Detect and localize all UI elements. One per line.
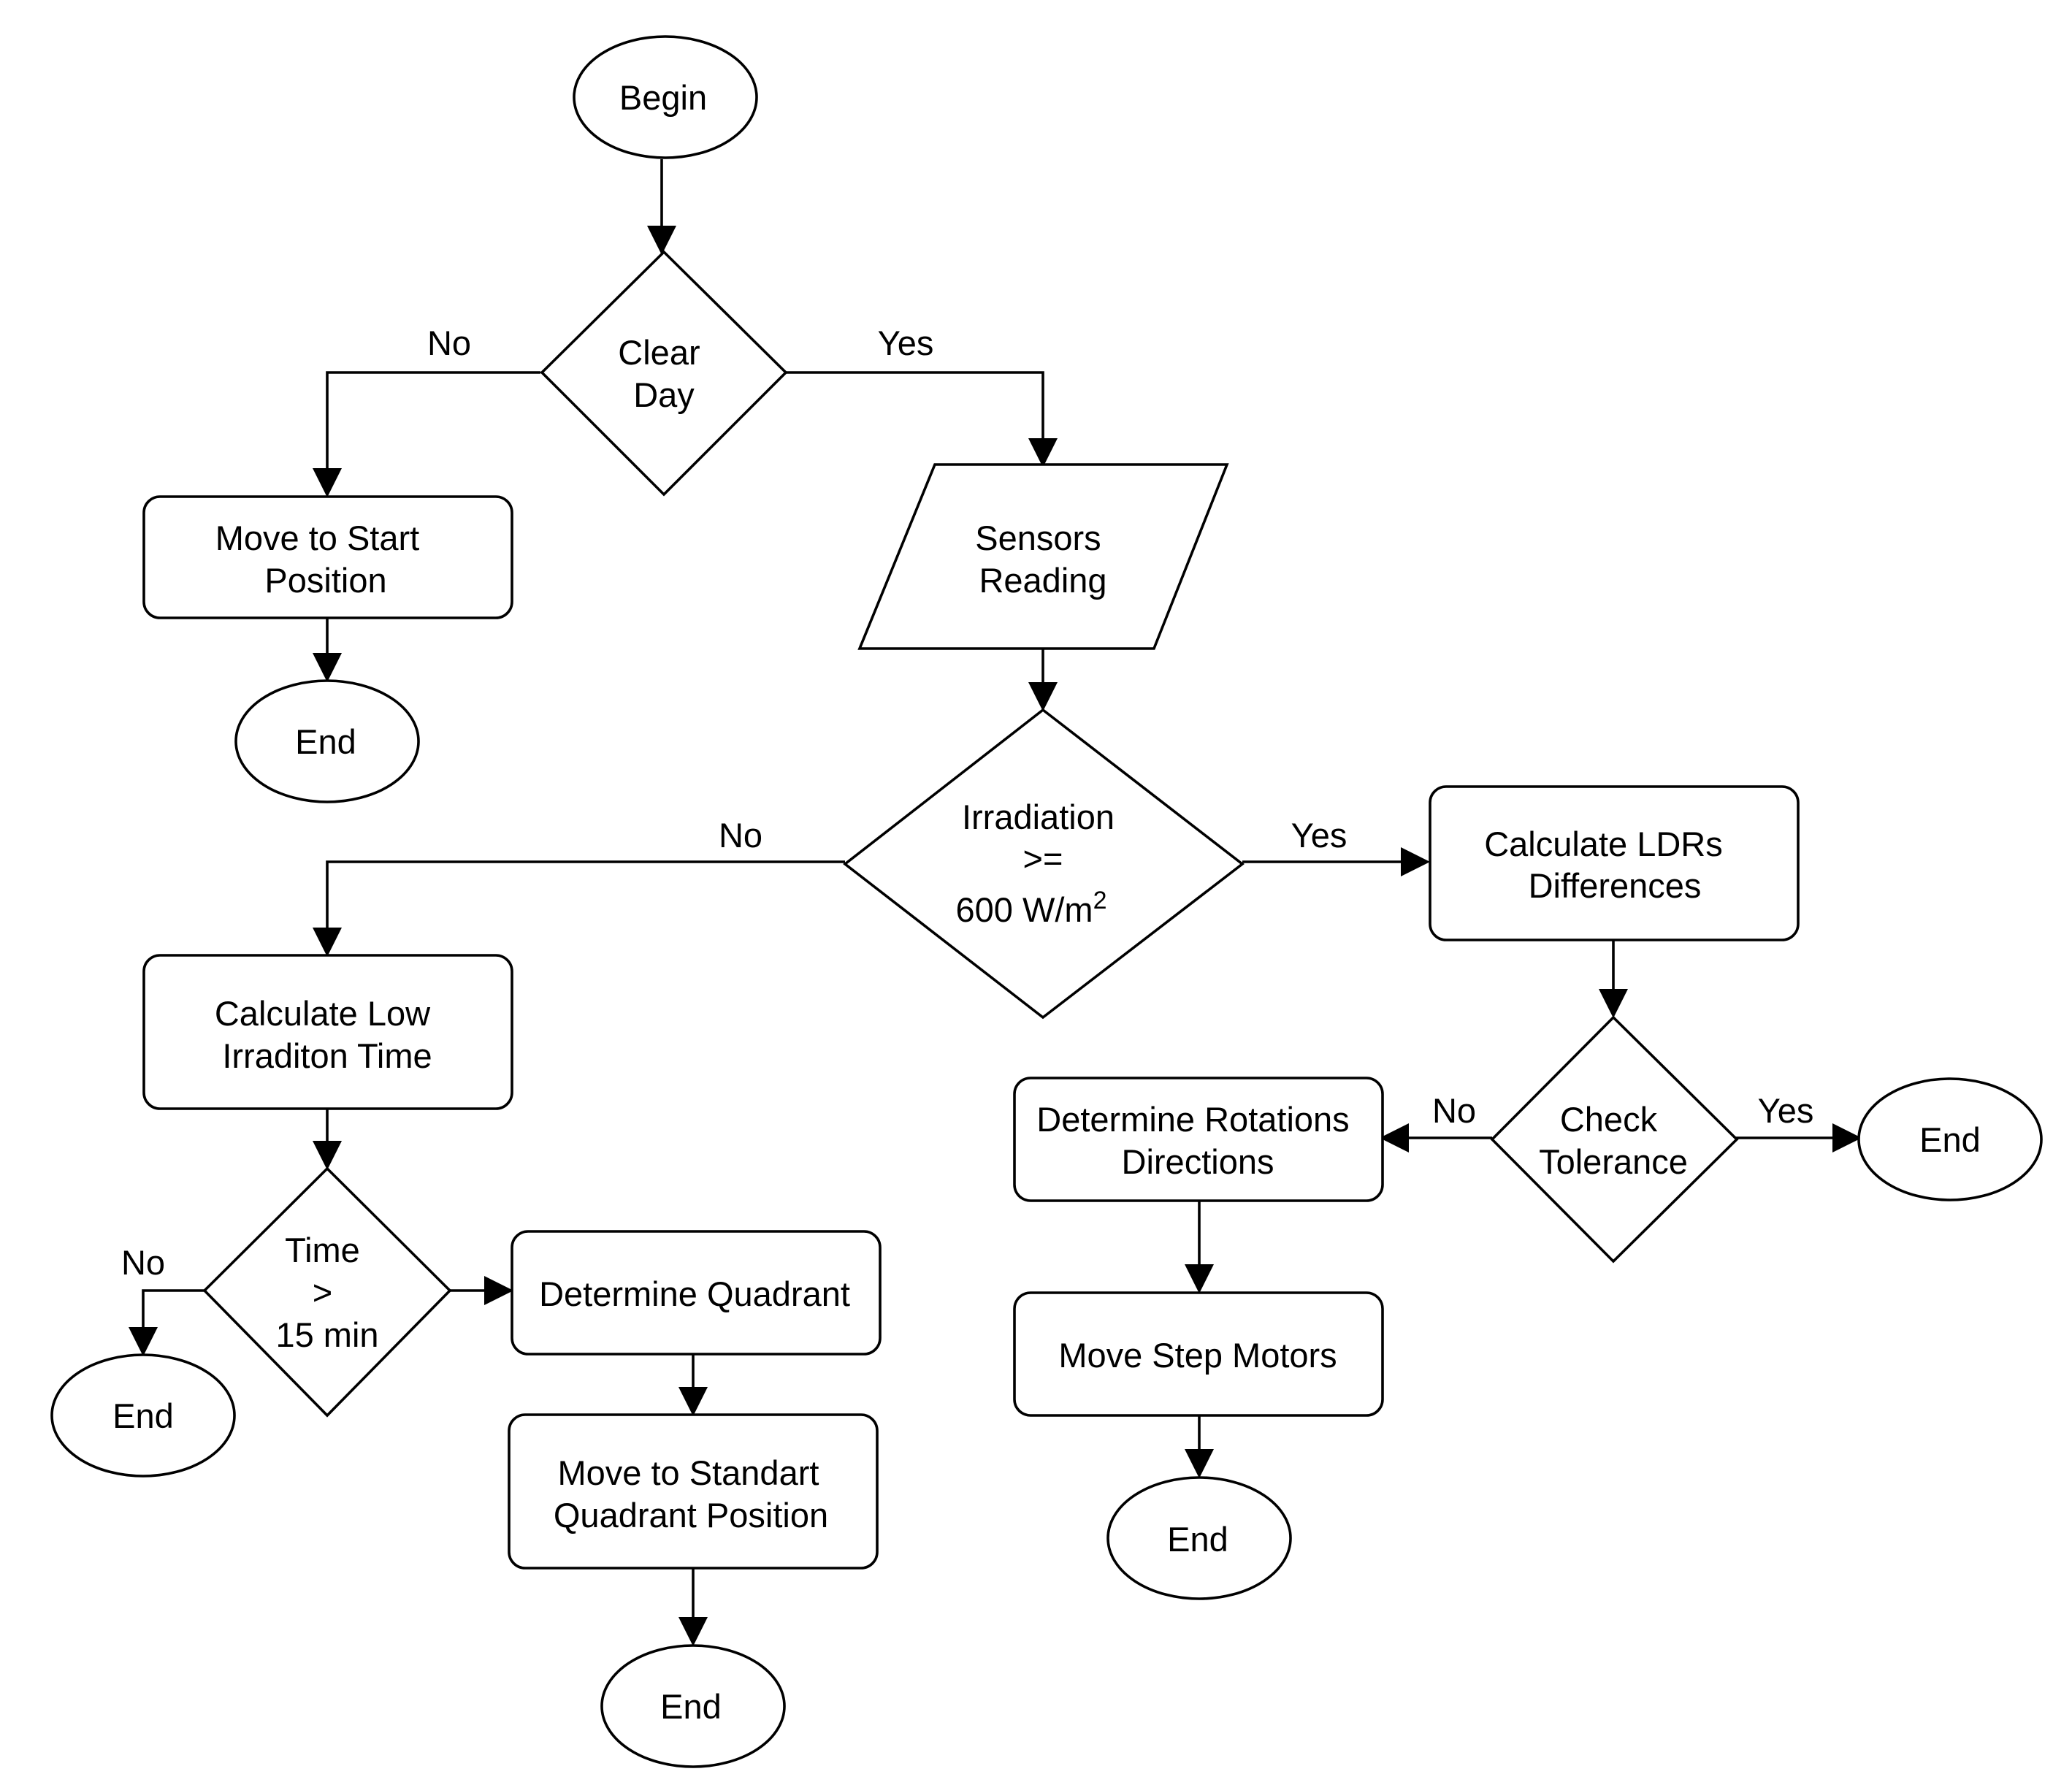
process-shape <box>1013 1077 1384 1202</box>
node-move-step-motors: Move Step Motors <box>1013 1291 1384 1417</box>
input-output-shape <box>857 463 1229 650</box>
node-check-tolerance: Check Tolerance <box>1490 1015 1739 1264</box>
node-end-4-label: End <box>1919 1120 1981 1159</box>
node-determine-quadrant: Determine Quadrant <box>511 1230 882 1356</box>
node-begin-label: Begin <box>619 78 707 117</box>
node-clear-day: Clear Day <box>540 250 788 497</box>
process-shape <box>1429 785 1800 941</box>
edge-labels: No Yes No Yes No No Yes <box>121 324 1813 1282</box>
node-clear-day-label: Clear Day <box>618 333 709 414</box>
decision-shape <box>843 708 1245 1020</box>
node-move-standart-line-2: Quadrant Position <box>554 1496 828 1534</box>
label-time-no: No <box>121 1243 165 1282</box>
process-shape <box>511 1230 882 1356</box>
node-end-5-label: End <box>1167 1520 1228 1559</box>
decision-shape <box>202 1166 452 1418</box>
terminator-shape <box>600 1644 786 1768</box>
node-time-line-1: Time <box>285 1231 360 1269</box>
node-calculate-ldrs-differences: Calculate LDRs Differences <box>1429 785 1800 941</box>
node-move-to-start-line-2: Position <box>264 561 386 600</box>
node-move-step-label: Move Step Motors <box>1058 1336 1337 1375</box>
decision-shape <box>540 250 788 497</box>
process-shape <box>142 495 513 619</box>
node-sensors-reading: Sensors Reading <box>857 463 1229 650</box>
node-check-tolerance-label: Check Tolerance <box>1539 1100 1688 1181</box>
node-irradiation-line-2: >= <box>1023 839 1063 878</box>
node-irradiation-line-1: Irradiation <box>962 798 1115 836</box>
process-shape <box>142 954 513 1110</box>
process-shape <box>508 1413 879 1570</box>
node-irradiation-line-3: 600 W/m2 <box>956 887 1107 929</box>
node-move-standart-label: Move to Standart Quadrant Position <box>554 1453 829 1534</box>
node-time-line-3: 15 min <box>275 1315 378 1354</box>
label-tolerance-no: No <box>1432 1091 1476 1130</box>
terminator-shape <box>50 1353 236 1478</box>
node-det-quadrant-label: Determine Quadrant <box>539 1274 850 1313</box>
node-calculate-low-irradiation-time: Calculate Low Irraditon Time <box>142 954 513 1110</box>
node-time-line-2: > <box>313 1273 332 1312</box>
node-end-3: End <box>600 1644 786 1768</box>
terminator-shape <box>234 679 420 803</box>
node-calc-ldr-line-1: Calculate LDRs <box>1484 825 1723 863</box>
node-time-check-label: Time > 15 min <box>275 1231 378 1354</box>
edge-time-no <box>129 1289 204 1356</box>
terminator-shape <box>1857 1077 2043 1201</box>
irradiation-unit-superscript: 2 <box>1093 887 1107 914</box>
terminator-shape <box>1106 1476 1292 1600</box>
edge-clear-day-no <box>313 371 540 497</box>
node-move-to-start-position: Move to Start Position <box>142 495 513 619</box>
node-begin: Begin <box>573 35 758 159</box>
node-irradiation-label: Irradiation >= <box>962 798 1124 878</box>
node-sensors-line-2: Reading <box>979 561 1106 600</box>
node-end-5: End <box>1106 1476 1292 1600</box>
node-det-rot-label: Determine Rotations Directions <box>1036 1100 1358 1181</box>
label-clear-day-yes: Yes <box>878 324 934 362</box>
node-clear-day-line-1: Clear <box>618 333 700 372</box>
node-time-check: Time > 15 min <box>202 1166 452 1418</box>
node-move-to-start-label: Move to Start Position <box>215 519 429 600</box>
node-end-3-label: End <box>660 1687 722 1726</box>
node-end-2: End <box>50 1353 236 1478</box>
process-shape <box>1013 1291 1384 1417</box>
decision-shape <box>1490 1015 1739 1264</box>
label-tolerance-yes: Yes <box>1758 1091 1814 1130</box>
node-calc-ldr-line-2: Differences <box>1529 866 1702 905</box>
node-det-rot-line-1: Determine Rotations <box>1036 1100 1349 1139</box>
terminator-shape <box>573 35 758 159</box>
node-calc-low-line-1: Calculate Low <box>215 994 431 1033</box>
node-check-tolerance-line-1: Check <box>1560 1100 1658 1139</box>
edge-irradiation-no <box>313 860 845 957</box>
node-sensors-reading-label: Sensors Reading <box>975 519 1110 600</box>
node-sensors-line-1: Sensors <box>975 519 1101 557</box>
node-end-1-label: End <box>295 722 356 761</box>
label-clear-day-no: No <box>427 324 471 362</box>
irradiation-value-text: 600 W/m <box>956 890 1093 929</box>
node-clear-day-line-2: Day <box>633 375 695 414</box>
node-move-to-start-line-1: Move to Start <box>215 519 420 557</box>
node-move-standart-line-1: Move to Standart <box>558 1453 819 1492</box>
node-end-1: End <box>234 679 420 803</box>
node-calc-ldr-label: Calculate LDRs Differences <box>1484 825 1732 905</box>
node-det-rot-line-2: Directions <box>1122 1142 1274 1181</box>
node-move-to-standart-quadrant-position: Move to Standart Quadrant Position <box>508 1413 879 1570</box>
label-irradiation-yes: Yes <box>1291 816 1347 855</box>
node-end-2-label: End <box>112 1396 174 1435</box>
node-determine-rotations-directions: Determine Rotations Directions <box>1013 1077 1384 1202</box>
node-check-tolerance-line-2: Tolerance <box>1539 1142 1688 1181</box>
edge-clear-day-yes <box>784 371 1058 467</box>
node-calc-low-label: Calculate Low Irraditon Time <box>215 994 440 1075</box>
edges <box>129 159 1862 1646</box>
node-irradiation: Irradiation >= 600 W/m2 <box>843 708 1245 1020</box>
node-calc-low-line-2: Irraditon Time <box>222 1036 432 1075</box>
node-end-4: End <box>1857 1077 2043 1201</box>
label-irradiation-no: No <box>719 816 762 855</box>
